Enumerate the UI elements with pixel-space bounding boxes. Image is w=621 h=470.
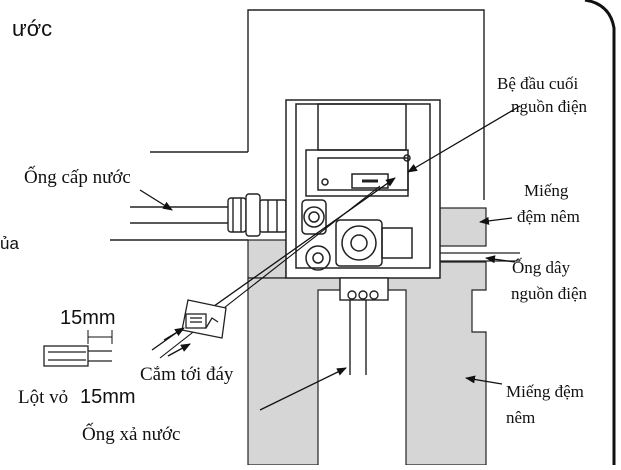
label-mid-left-fragment: ủa xyxy=(0,234,19,253)
wedge-spacer-top-right xyxy=(435,207,487,247)
label-water-supply-pipe: Ống cấp nước xyxy=(24,166,131,188)
terminal-block-arrow xyxy=(407,105,521,173)
label-top-left-fragment: ước xyxy=(12,16,52,41)
power-cable-arrow xyxy=(485,255,516,264)
connector-clip xyxy=(181,299,227,339)
wedge-spacer-bottom-left xyxy=(247,269,341,466)
label-wedge-spacer-top-line1: Miếng xyxy=(524,181,569,200)
label-terminal-block-line1: Bệ đầu cuối xyxy=(497,74,578,93)
label-power-cable-line2: nguồn điện xyxy=(511,284,588,303)
dimension-15mm xyxy=(87,330,113,344)
device-housing xyxy=(285,99,441,279)
label-strip-prefix: Lột vỏ xyxy=(18,387,68,408)
drain-pipe-arrow xyxy=(259,367,347,411)
wedge-spacer-top-arrow xyxy=(479,216,513,225)
label-dimension-15mm: 15mm xyxy=(60,307,116,329)
frame-border xyxy=(584,0,616,465)
label-wedge-spacer-bottom-line2: nêm xyxy=(506,408,535,427)
water-pipe-arrow xyxy=(139,189,173,211)
drain-fitting xyxy=(339,277,389,301)
label-strip-value: 15mm xyxy=(80,386,136,408)
label-insert-to-bottom: Cắm tới đáy xyxy=(140,364,234,385)
pipe-coupling xyxy=(227,193,287,237)
insert-arrow-bottom xyxy=(167,343,191,357)
insert-arrow-top xyxy=(163,327,185,341)
wall-outline-upper xyxy=(247,9,485,200)
stripped-cable xyxy=(43,345,112,367)
label-terminal-block-line2: nguồn điện xyxy=(511,97,588,116)
label-wedge-spacer-top-line2: đệm nêm xyxy=(517,207,580,226)
label-power-cable-line1: Ống dây xyxy=(512,258,571,277)
label-wedge-spacer-bottom-line1: Miếng đệm xyxy=(506,382,584,401)
wedge-spacer-bottom-arrow xyxy=(465,375,503,385)
label-drain-pipe: Ống xả nước xyxy=(82,423,180,445)
wedge-spacer-bottom-right xyxy=(387,261,487,466)
